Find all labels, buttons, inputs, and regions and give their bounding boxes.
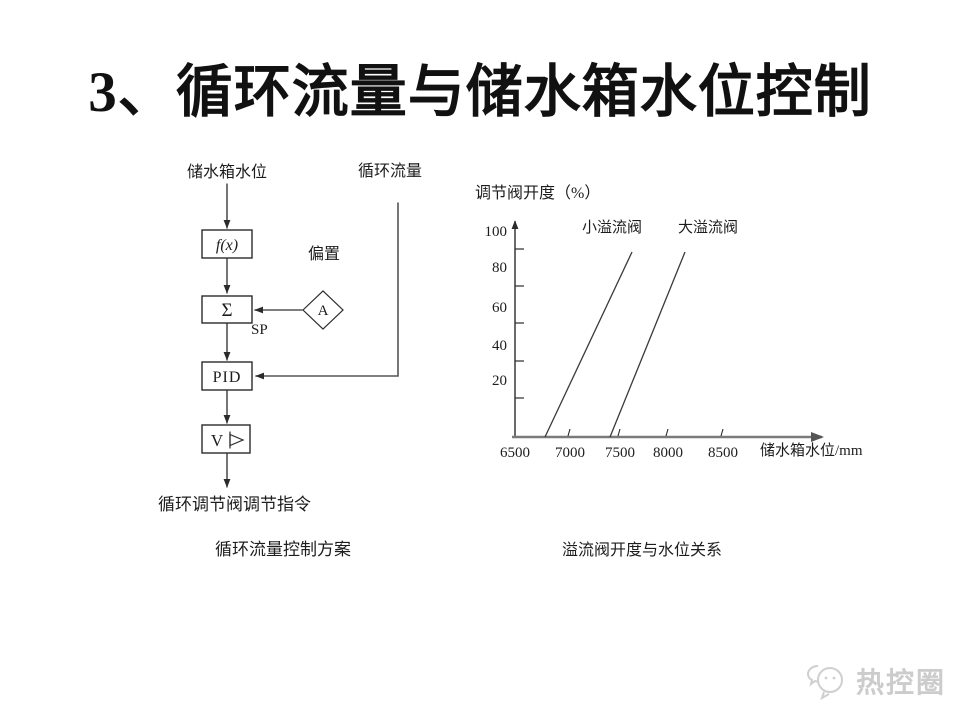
fx-block	[201, 229, 253, 259]
xtick-label-6500: 6500	[500, 445, 530, 461]
chart-x-ticks	[567, 428, 724, 437]
bias-constant-diamond	[302, 290, 344, 330]
output-command-label: 循环调节阀调节指令	[158, 495, 311, 514]
small-overflow-valve-line	[544, 251, 633, 438]
bias-label: 偏置	[308, 245, 340, 263]
ytick-label-20: 20	[492, 373, 507, 389]
xtick-label-7000: 7000	[555, 445, 585, 461]
fx-block-label: f(x)	[216, 237, 238, 254]
ytick-label-40: 40	[492, 338, 507, 354]
xtick-label-8500: 8500	[708, 445, 738, 461]
ytick-label-80: 80	[492, 260, 507, 276]
water-level-input-label: 储水箱水位	[187, 163, 267, 181]
ytick-label-100: 100	[485, 224, 508, 240]
xtick-label-8000: 8000	[653, 445, 683, 461]
circulation-flow-label: 循环流量	[358, 162, 422, 180]
legend-large-valve: 大溢流阀	[678, 219, 738, 236]
sp-label: SP	[251, 322, 268, 338]
brand-text: 热控圈	[856, 668, 947, 699]
legend-small-valve: 小溢流阀	[582, 219, 642, 236]
ytick-label-60: 60	[492, 300, 507, 316]
rate-limiter-icon	[229, 431, 245, 449]
chart-x-tick-labels: 6500 7000 7500 8000 8500	[500, 445, 738, 461]
connector-arrow-flow-to-pid	[255, 202, 399, 380]
xtick-label-7500: 7500	[605, 445, 635, 461]
chart-y-axis-title: 调节阀开度（%）	[475, 184, 600, 202]
flowchart: 储水箱水位 循环流量 f(x) 偏置 Σ SP A PID	[158, 162, 422, 559]
bias-constant-label: A	[318, 303, 329, 319]
chart-y-tick-labels: 100 80 60 40 20	[485, 224, 508, 389]
rate-limiter-label: V	[211, 431, 224, 450]
large-overflow-valve-line	[609, 251, 686, 438]
sum-block	[201, 295, 253, 324]
pid-block-label: PID	[213, 369, 242, 386]
brand-bubbles-icon	[806, 665, 843, 701]
sum-block-label: Σ	[221, 300, 232, 321]
valve-chart: 调节阀开度（%） 100 80 60 40 20	[475, 184, 863, 559]
chart-x-axis-title: 储水箱水位/mm	[760, 442, 863, 459]
chart-caption: 溢流阀开度与水位关系	[562, 541, 722, 559]
chart-y-ticks	[515, 248, 524, 399]
rate-limiter-block	[201, 424, 251, 454]
pid-block	[201, 361, 253, 391]
page-title: 3、循环流量与储水箱水位控制	[88, 61, 872, 124]
flowchart-caption: 循环流量控制方案	[215, 540, 351, 559]
watermark: 热控圈	[804, 656, 954, 706]
